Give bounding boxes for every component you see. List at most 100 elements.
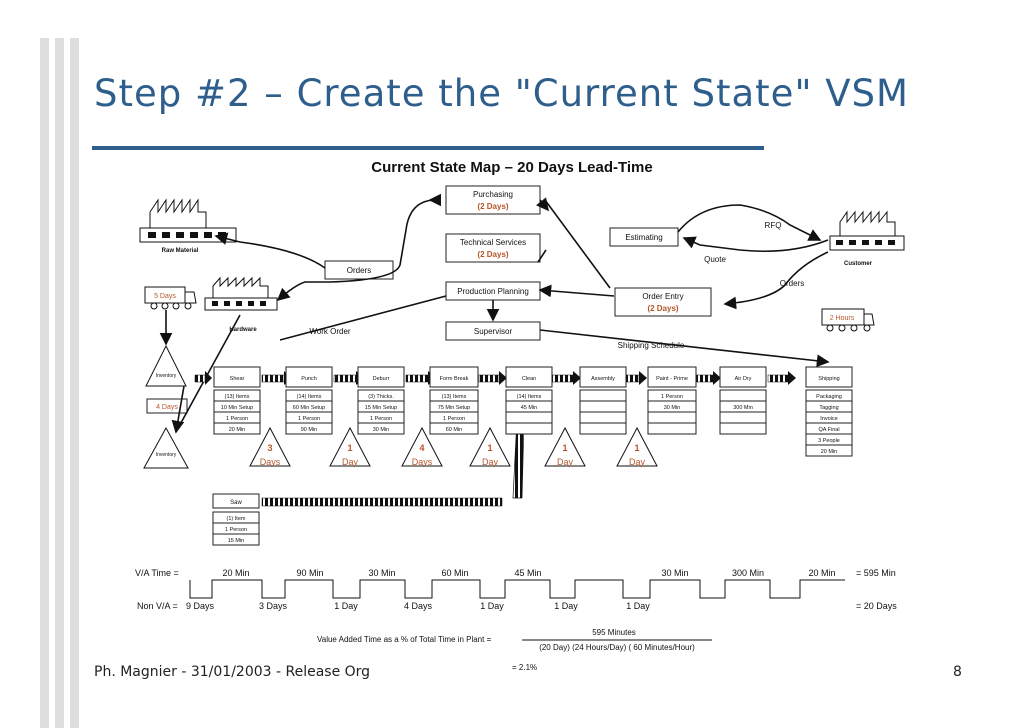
wait-unit: Day [482, 457, 499, 467]
timeline-line [189, 579, 845, 599]
process-detail: (14) Items [297, 394, 322, 400]
technical-services-label: Technical Services [460, 238, 526, 247]
inventory-days-label: 4 Days [156, 404, 178, 411]
customer-truck-icon [821, 308, 875, 332]
slide-title: Step #2 – Create the "Current State" VSM [94, 72, 909, 115]
bar-right [70, 38, 79, 728]
process-detail: 1 Person [298, 416, 320, 422]
va-value: 60 Min [441, 568, 468, 578]
title-underline [92, 146, 764, 150]
process-detail-cell [719, 422, 767, 435]
inventory-bottom-label: Inventory [156, 452, 177, 458]
process-assembly: Assembly [579, 366, 627, 435]
inventory-triangle [401, 426, 443, 467]
order-entry-label: Order Entry [642, 292, 683, 301]
wait-unit: Days [412, 457, 433, 467]
technical-services-days: (2 Days) [477, 250, 508, 259]
saw-detail: 15 Min [228, 538, 245, 544]
process-detail-cell [579, 400, 627, 413]
technical-services-box [445, 233, 541, 263]
process-detail-cell [505, 422, 553, 435]
va-value: 30 Min [661, 568, 688, 578]
nva-time-label: Non V/A = [137, 601, 178, 611]
wait-number: 1 [634, 443, 639, 453]
inventory-triangle [469, 426, 511, 467]
process-box [213, 366, 261, 388]
shipping-schedule-label: Shipping Schedule [618, 341, 685, 350]
process-detail: 1 Person [226, 416, 248, 422]
va-value: 20 Min [808, 568, 835, 578]
process-name: Shipping [818, 376, 839, 382]
inventory-triangle-top [145, 344, 187, 387]
process-detail-cell [579, 411, 627, 424]
technical-services-link [537, 249, 547, 263]
va-value: 20 Min [222, 568, 249, 578]
order-entry-days: (2 Days) [647, 304, 678, 313]
process-detail: (13) Items [225, 394, 250, 400]
quote-arrow [682, 236, 829, 252]
work-order-label: Work Order [309, 327, 351, 336]
wait-unit: Day [629, 457, 646, 467]
process-detail-cell [579, 389, 627, 402]
formula-label: Value Added Time as a % of Total Time in… [317, 635, 492, 644]
orders-box [324, 260, 394, 280]
order-entry-to-purchasing-line [544, 199, 611, 289]
truck-left-label: 5 Days [154, 293, 176, 300]
process-detail-cell [505, 411, 553, 424]
process-detail: 60 Min [446, 427, 463, 433]
process-detail-cell [647, 422, 697, 435]
wait-unit: Days [260, 457, 281, 467]
hardware-to-inventory-arrow [171, 385, 185, 434]
process-detail: Invoice [820, 416, 837, 422]
process-name: Clean [522, 376, 536, 382]
wait-number: 3 [267, 443, 272, 453]
process-box [285, 366, 333, 388]
inventory-top-label: Inventory [156, 373, 177, 379]
purchasing-label: Purchasing [473, 190, 513, 199]
process-detail: 20 Min [229, 427, 246, 433]
process-detail-cell [805, 444, 853, 457]
production-planning-label: Production Planning [457, 287, 529, 296]
process-detail: 90 Min [301, 427, 318, 433]
purchasing-box [445, 185, 541, 215]
wait-unit: Day [342, 457, 359, 467]
purchasing-arrow [536, 197, 549, 212]
page-number: 8 [953, 664, 962, 680]
customer-orders-arrow [723, 251, 829, 310]
process-detail: (3) Thicks. [368, 394, 394, 400]
process-detail: 1 Person [661, 394, 683, 400]
hardware-line [175, 314, 241, 433]
va-value: 90 Min [296, 568, 323, 578]
inventory-triangle [616, 426, 658, 467]
inventory-days-box [146, 398, 188, 414]
saw-details: (1) Item 1 Person 15 Min [212, 511, 260, 546]
process-box [579, 366, 627, 388]
process-detail-cell [285, 422, 333, 435]
process-detail: 75 Min Setup [438, 405, 470, 411]
nva-value: 3 Days [259, 601, 288, 611]
raw-material-label: Raw Material [162, 248, 199, 254]
process-name: Deburr [373, 376, 390, 382]
inventory-triangle [329, 426, 371, 467]
nva-value: 1 Day [334, 601, 358, 611]
purchasing-days: (2 Days) [477, 202, 508, 211]
process-detail: 30 Min [664, 405, 681, 411]
bar-left [40, 38, 49, 728]
wait-number: 1 [562, 443, 567, 453]
hardware-factory-icon [204, 276, 278, 311]
decorative-bars [0, 0, 80, 728]
va-value: 30 Min [368, 568, 395, 578]
supervisor-label: Supervisor [474, 327, 513, 336]
shipping-schedule-arrow [539, 329, 830, 368]
process-detail: (14) Items [517, 394, 542, 400]
quote-label: Quote [704, 255, 726, 264]
formula-numerator: 595 Minutes [592, 628, 636, 637]
